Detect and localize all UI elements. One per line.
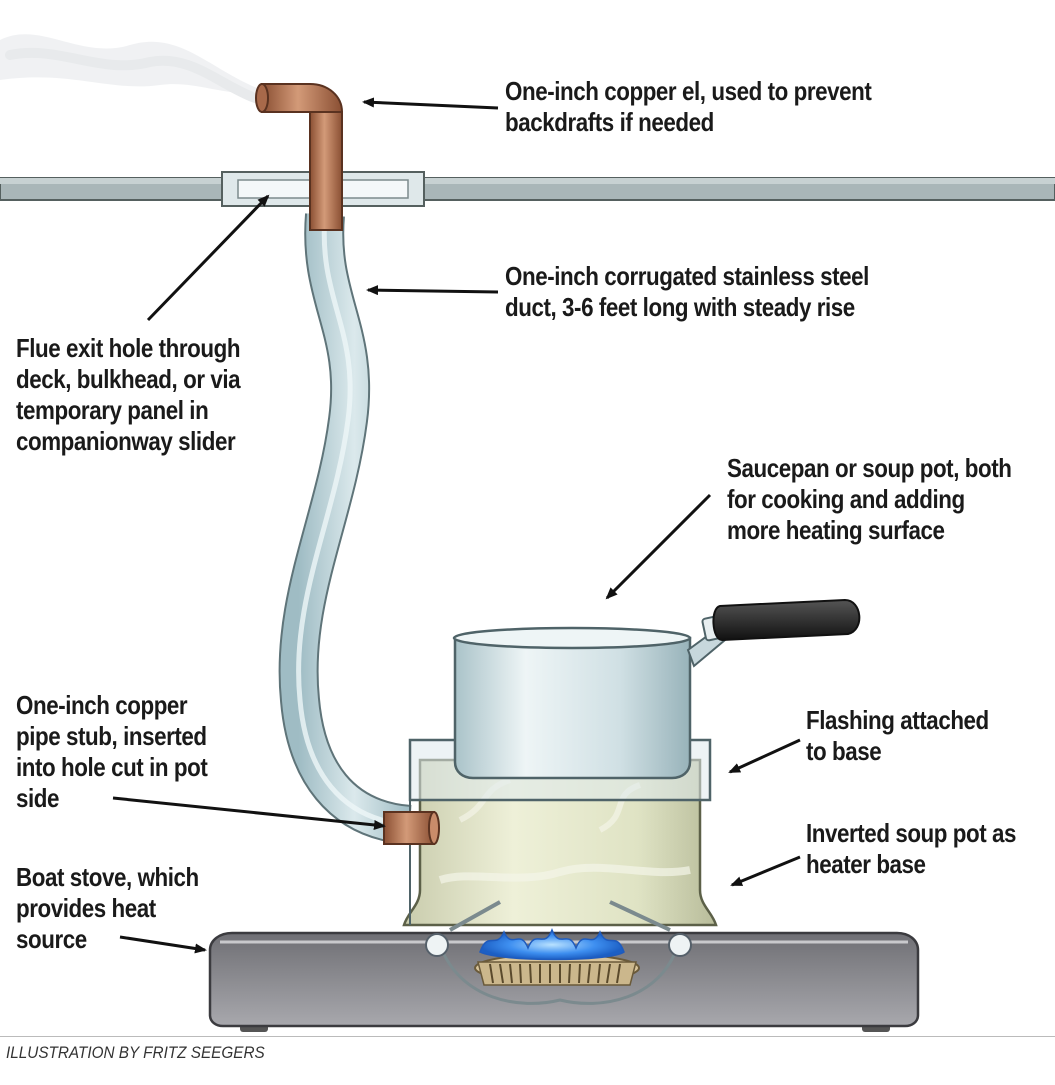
label-boat-stove: Boat stove, which provides heat source <box>16 862 199 954</box>
copper-pipe-stub <box>383 811 440 845</box>
arrow-copper-el <box>362 97 499 110</box>
arrow-saucepan <box>605 493 712 600</box>
copper-el <box>255 83 344 231</box>
credit-divider <box>0 1036 1055 1037</box>
arrow-boat-stove <box>119 935 207 954</box>
smoke-wisp <box>0 34 262 103</box>
stove-burner <box>425 900 692 1005</box>
stainless-duct <box>278 213 413 845</box>
label-pipe-stub: One-inch copper pipe stub, inserted into… <box>16 690 208 813</box>
label-flue-hole: Flue exit hole through deck, bulkhead, o… <box>16 333 241 456</box>
arrow-flue-hole <box>146 194 270 322</box>
saucepan <box>452 598 861 780</box>
arrow-pipe-stub <box>112 796 386 830</box>
illustration-credit: ILLUSTRATION BY FRITZ SEEGERS <box>6 1043 265 1062</box>
label-inverted-pot: Inverted soup pot as heater base <box>806 818 1017 879</box>
label-duct: One-inch corrugated stainless steel duct… <box>505 261 869 322</box>
arrow-flashing <box>728 738 801 774</box>
arrow-duct <box>366 285 499 296</box>
leader-arrows <box>112 97 801 954</box>
arrow-inverted-pot <box>730 855 801 887</box>
label-flashing: Flashing attached to base <box>806 705 989 766</box>
label-saucepan: Saucepan or soup pot, both for cooking a… <box>727 453 1012 545</box>
label-copper-el: One-inch copper el, used to prevent back… <box>505 76 872 137</box>
deck-panel <box>0 171 1055 207</box>
